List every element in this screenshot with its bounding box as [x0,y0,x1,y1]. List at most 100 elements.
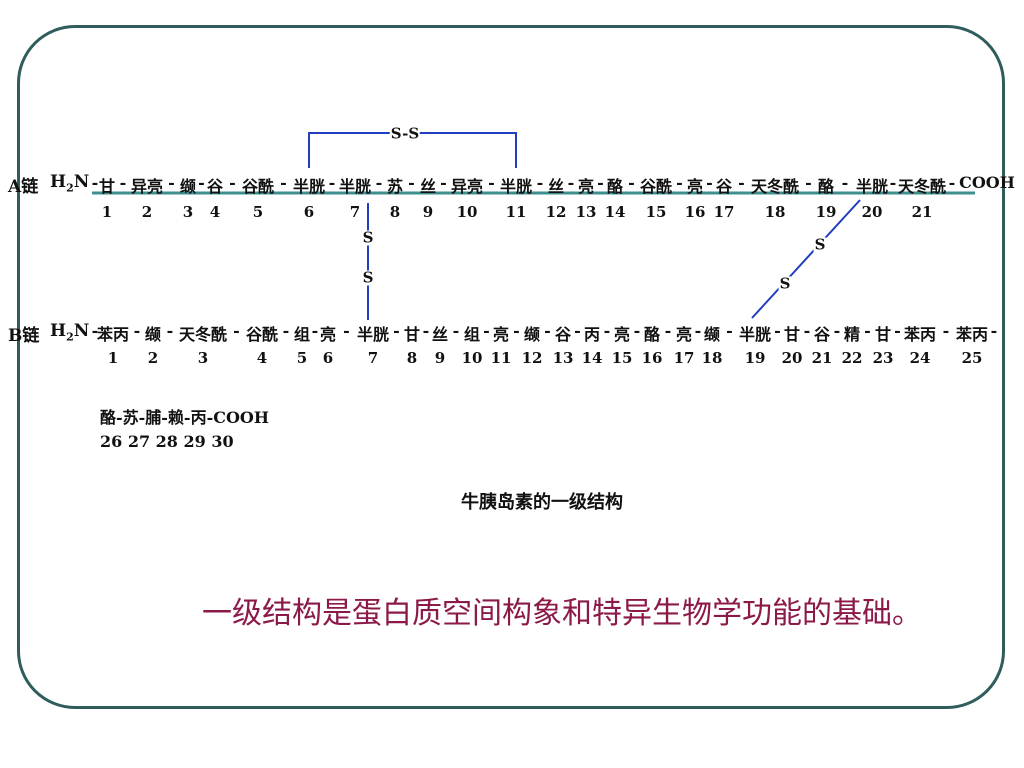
chainA-residue-19: 酪 [817,177,835,196]
chainB-number-10: 10 [461,349,483,367]
chainB-residue-23: 甘 [874,325,892,344]
chainA-residue-14: 酪 [606,177,624,196]
chainB-number-18: 18 [701,349,723,367]
chainA-bond-9: - [440,173,447,192]
chainA-residue-20: 半胱 [855,177,889,196]
chainA-number-17: 17 [713,203,735,221]
chainB-number-13: 13 [552,349,574,367]
chainB-bond-6: - [343,321,350,340]
chainB-residue-22: 精 [843,325,861,344]
chainB-bond-16: - [664,321,672,340]
chainB-number-1: 1 [107,349,119,367]
chainB-bond-17: - [694,321,702,340]
chainA-n-terminus: H2N [50,172,90,195]
chainB-bond-13: - [574,321,581,340]
chainB-bond-3: - [233,321,240,340]
chainB-bond-18: - [726,321,733,340]
chainB-number-11: 11 [490,349,512,367]
chainB-bond-12: - [544,321,551,340]
chainA-bond-20: - [889,173,897,192]
chainA-bond-5: - [280,173,287,192]
chainA-bond-7: - [375,173,383,192]
chainB-number-12: 12 [521,349,543,367]
chainB-residue-13: 谷 [554,325,572,344]
chainB-bond-4: - [282,321,290,340]
chainA-number-5: 5 [252,203,264,221]
chainB-bond-8: - [422,321,430,340]
chainB-residue-11: 亮 [492,325,510,344]
chainA-residue-12: 丝 [547,177,565,196]
chainA-residue-15: 谷酰 [639,177,673,196]
intra-ss-bond-label: S-S [389,124,421,143]
chainA-residue-13: 亮 [577,177,595,196]
inter-ss-bond2-s-top: S [813,235,827,254]
chainB-bond-5: - [311,321,319,340]
chainB-residue-15: 亮 [613,325,631,344]
chainA-bond-11: - [536,173,544,192]
chainA-number-19: 19 [815,203,837,221]
chainB-tail-numbers: 26 27 28 29 30 [100,432,234,451]
chainA-number-1: 1 [101,203,113,221]
chainB-bond-25: - [990,321,998,340]
chainB-residue-10: 组 [463,325,481,344]
chainB-number-3: 3 [197,349,209,367]
chainA-number-15: 15 [645,203,667,221]
chainB-number-5: 5 [296,349,308,367]
chainA-bond-21: - [948,173,956,192]
chainA-residue-4: 谷 [206,177,224,196]
chainB-number-17: 17 [673,349,695,367]
chainA-bond-3: - [198,173,205,192]
chainA-c-terminus: COOH [959,173,1015,192]
chainB-residue-6: 亮 [319,325,337,344]
chainB-residue-16: 酪 [643,325,661,344]
chainB-bond-15: - [633,321,641,340]
statement-text: 一级结构是蛋白质空间构象和特异生物学功能的基础。 [202,596,922,631]
chainB-number-2: 2 [147,349,159,367]
chainA-residue-6: 半胱 [292,177,326,196]
chainA-number-18: 18 [764,203,786,221]
chainA-number-14: 14 [604,203,626,221]
chainA-number-10: 10 [456,203,478,221]
chainB-residue-1: 苯丙 [96,325,130,344]
chainB-residue-5: 组 [293,325,311,344]
chainB-bond-1: - [133,321,141,340]
chainA-residue-9: 丝 [419,177,437,196]
chainA-number-12: 12 [545,203,567,221]
chainB-number-6: 6 [322,349,334,367]
chainB-number-14: 14 [581,349,603,367]
inter-ss-bond2-s-bottom: S [778,274,792,293]
chainB-number-4: 4 [256,349,268,367]
chainB-number-21: 21 [811,349,833,367]
chainB-residue-20: 甘 [783,325,801,344]
chainA-number-4: 4 [209,203,221,221]
chainB-number-9: 9 [434,349,446,367]
chainA-bond-13: - [597,173,604,192]
chainA-residue-5: 谷酰 [241,177,275,196]
chainA-residue-8: 苏 [386,177,404,196]
chainB-bond-14: - [603,321,611,340]
chainA-residue-2: 异亮 [130,177,164,196]
chainB-bond-21: - [833,321,841,340]
chainB-number-15: 15 [611,349,633,367]
figure-caption: 牛胰岛素的一级结构 [461,492,623,513]
chainA-number-7: 7 [349,203,361,221]
chainA-residue-18: 天冬酰 [750,177,800,196]
chainB-residue-9: 丝 [431,325,449,344]
chainB-number-19: 19 [744,349,766,367]
chainA-bond-6: - [328,173,336,192]
chainB-residue-3: 天冬酰 [178,325,228,344]
chainB-number-8: 8 [406,349,418,367]
chainA-number-3: 3 [182,203,194,221]
chainB-bond-2: - [166,321,174,340]
chainB-residue-12: 缬 [523,325,541,344]
chainB-bond-11: - [513,321,520,340]
chainA-number-13: 13 [575,203,597,221]
chainA-number-20: 20 [861,203,883,221]
chainB-residue-21: 谷 [813,325,831,344]
chainA-bond-19: - [841,173,849,192]
chainA-bond-17: - [738,173,745,192]
chainA-number-16: 16 [684,203,706,221]
chainB-residue-2: 缬 [144,325,162,344]
chainA-label: A链 [8,177,39,197]
